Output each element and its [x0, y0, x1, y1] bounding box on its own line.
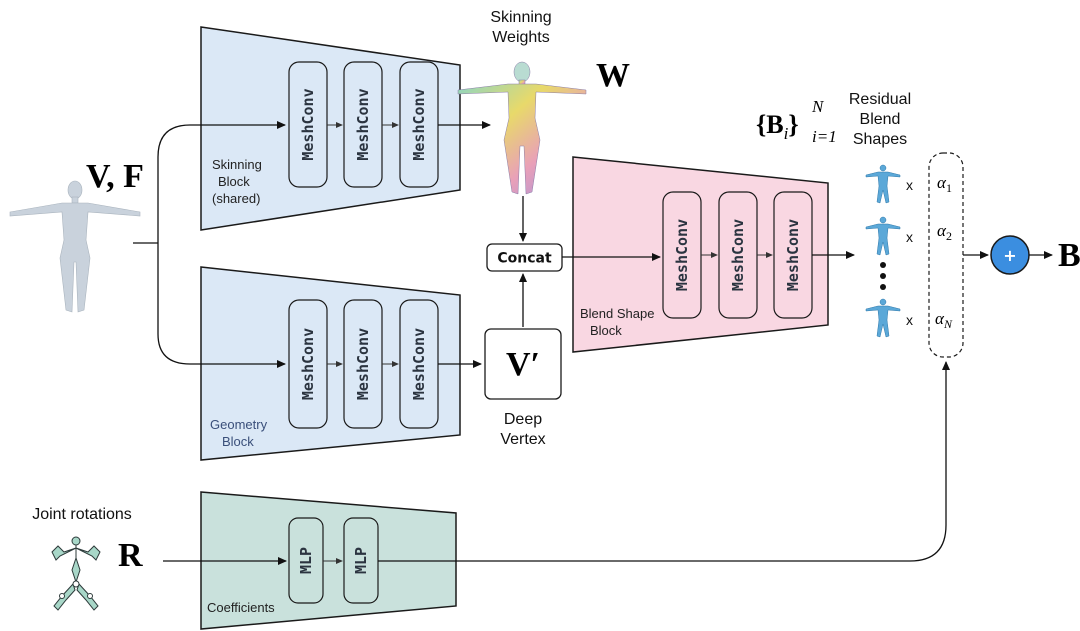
plus-sign: +	[1003, 246, 1016, 265]
meshconv-label: MeshConv	[729, 219, 747, 291]
skinning-weights-label-1: Skinning	[490, 9, 551, 26]
multiply-sign: x	[906, 177, 913, 193]
alpha-1: α1	[937, 173, 952, 195]
input-connectors	[133, 121, 491, 368]
mlp-label: MLP	[297, 547, 315, 574]
meshconv-label: MeshConv	[410, 88, 428, 160]
v-prime-label: V′	[506, 346, 540, 383]
joint-rotations-label: Joint rotations	[32, 506, 132, 523]
residual-label-1: Residual	[849, 91, 911, 108]
meshconv-box: MeshConv	[288, 299, 328, 429]
deep-vertex-label-2: Vertex	[500, 431, 545, 448]
mlp-box: MLP	[343, 517, 379, 604]
deep-vertex-label-1: Deep	[504, 411, 542, 428]
mlp-box: MLP	[288, 517, 324, 604]
concat-label: Concat	[497, 251, 552, 267]
meshconv-label: MeshConv	[410, 328, 428, 400]
meshconv-label: MeshConv	[299, 88, 317, 160]
skinning-block: Skinning Block (shared) MeshConv MeshCon…	[200, 26, 461, 231]
multiply-sign: x	[906, 312, 913, 328]
b-set-sup: N	[811, 97, 825, 116]
mlp-label: MLP	[352, 547, 370, 574]
concat-node: Concat	[486, 243, 563, 272]
deep-vertex-node: V′	[484, 328, 562, 400]
b-output-label: B	[1058, 237, 1080, 274]
b-set-sub: i=1	[812, 127, 837, 146]
skinning-block-label-2: Block	[218, 174, 250, 189]
blend-shape-set-label: {Bi} N i=1	[756, 97, 837, 146]
svg-text:{Bi}: {Bi}	[756, 110, 799, 143]
blend-shape-block-label-1: Blend Shape	[580, 306, 654, 321]
r-label: R	[118, 537, 143, 574]
alpha-2: α2	[937, 221, 952, 243]
meshconv-box: MeshConv	[343, 61, 383, 188]
b-set-index: i	[784, 124, 789, 143]
meshconv-label: MeshConv	[673, 219, 691, 291]
skinning-weights-label-2: Weights	[492, 29, 550, 46]
coefficients-label: Coefficients	[207, 600, 275, 615]
geometry-block: Geometry Block MeshConv MeshConv MeshCon…	[200, 266, 461, 461]
meshconv-box: MeshConv	[773, 191, 813, 319]
meshconv-label: MeshConv	[299, 328, 317, 400]
coefficients-block: Coefficients MLP MLP	[200, 491, 457, 630]
skinning-block-label-3: (shared)	[212, 191, 260, 206]
b-set-close: }	[788, 110, 798, 139]
ellipsis-dots	[880, 262, 886, 290]
meshconv-box: MeshConv	[662, 191, 702, 319]
skinning-weights-body	[457, 61, 587, 195]
blend-shape-block-label-2: Block	[590, 323, 622, 338]
alpha-n: αN	[935, 309, 953, 331]
residual-label-2: Blend	[860, 111, 901, 128]
b-set-main: {B	[756, 110, 784, 139]
small-body-icon	[865, 216, 901, 256]
meshconv-box: MeshConv	[288, 61, 328, 188]
blend-shape-block: Blend Shape Block MeshConv MeshConv Mesh…	[572, 156, 829, 353]
geometry-block-label-1: Geometry	[210, 417, 268, 432]
meshconv-box: MeshConv	[718, 191, 758, 319]
meshconv-label: MeshConv	[784, 219, 802, 291]
skeleton-icon	[51, 536, 101, 611]
vf-label: V, F	[86, 158, 144, 195]
meshconv-label: MeshConv	[354, 88, 372, 160]
meshconv-label: MeshConv	[354, 328, 372, 400]
meshconv-box: MeshConv	[399, 61, 439, 188]
input-body-mesh	[9, 180, 141, 313]
small-body-icon	[865, 298, 901, 338]
small-body-icon	[865, 164, 901, 204]
sum-node: +	[990, 235, 1030, 275]
geometry-block-label-2: Block	[222, 434, 254, 449]
residual-label-3: Shapes	[853, 131, 907, 148]
multiply-sign: x	[906, 229, 913, 245]
w-label: W	[596, 57, 630, 94]
meshconv-box: MeshConv	[343, 299, 383, 429]
meshconv-box: MeshConv	[399, 299, 439, 429]
r-connectors	[163, 361, 950, 565]
skinning-block-label-1: Skinning	[212, 157, 262, 172]
